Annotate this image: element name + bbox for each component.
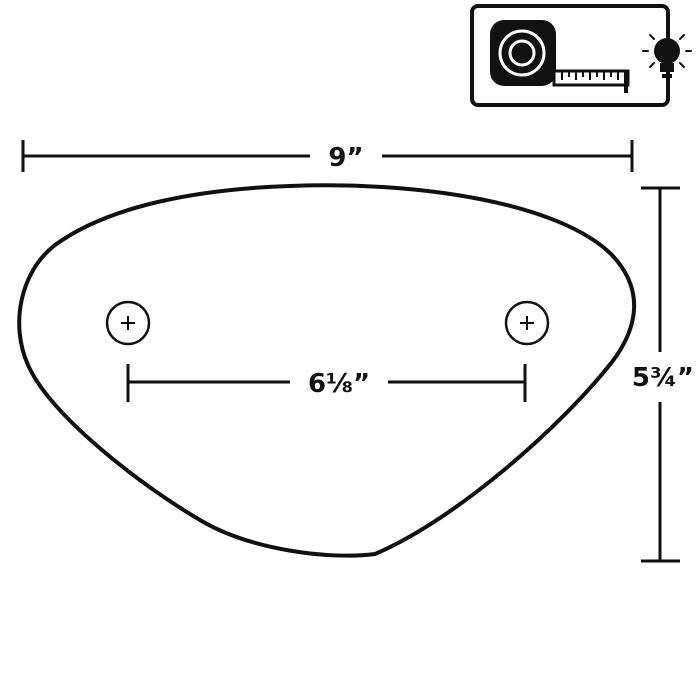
hole-spacing-label: 6⅛” bbox=[308, 369, 370, 399]
tape-measure-icon bbox=[490, 20, 630, 93]
mounting-hole-right bbox=[504, 300, 550, 346]
height-label: 5¾” bbox=[632, 363, 694, 393]
mounting-hole-left bbox=[105, 300, 151, 346]
hole-spacing-dimension: 6⅛” bbox=[126, 364, 527, 402]
width-label: 9” bbox=[328, 143, 363, 173]
height-dimension: 5¾” bbox=[632, 186, 694, 563]
plus-icon bbox=[121, 316, 135, 330]
measurement-badge bbox=[470, 4, 692, 107]
plus-icon bbox=[520, 316, 534, 330]
width-dimension: 9” bbox=[21, 140, 634, 173]
lightbulb-icon bbox=[642, 27, 692, 78]
part-outline bbox=[17, 183, 637, 558]
